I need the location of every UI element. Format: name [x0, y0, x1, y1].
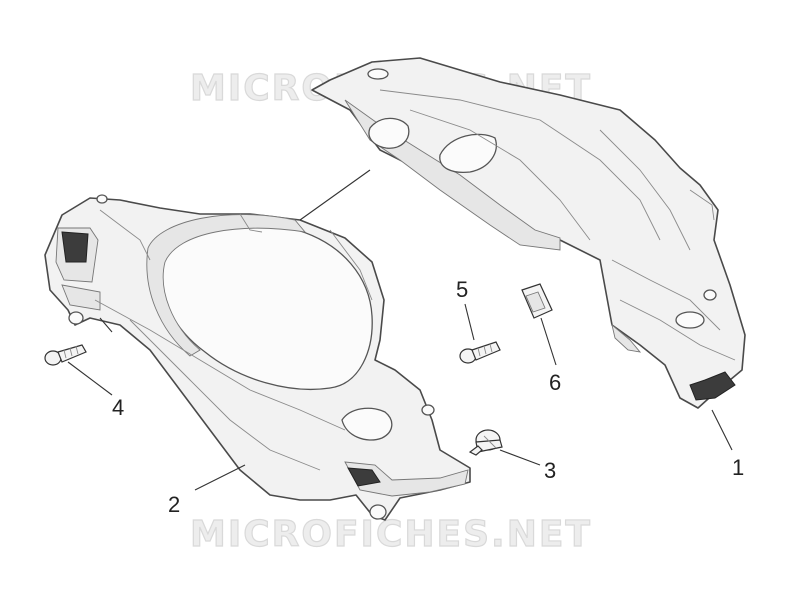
- callout-3: 3: [544, 458, 556, 483]
- leader-screw-link: [99, 317, 113, 333]
- leader-5: [464, 303, 475, 341]
- part-4-screw: [44, 344, 87, 366]
- callout-1: 1: [732, 455, 744, 480]
- callout-2: 2: [168, 492, 180, 517]
- leader-6: [540, 317, 557, 366]
- leader-lines: [67, 169, 733, 491]
- part-2-front-handlebar-cover: [44, 194, 471, 521]
- watermark-bottom: MICROFICHES.NET: [190, 514, 592, 555]
- part-6-clip-nut: [521, 283, 553, 319]
- leader-cover-link: [299, 169, 371, 221]
- leader-4: [67, 361, 113, 396]
- callout-6: 6: [549, 370, 561, 395]
- part-3-screw-with-washer: [468, 429, 503, 456]
- callout-4: 4: [112, 395, 124, 420]
- leader-2: [194, 464, 246, 491]
- callout-5: 5: [456, 277, 468, 302]
- part-5-screw: [459, 341, 501, 364]
- leader-1: [711, 409, 733, 451]
- leader-3: [499, 449, 541, 466]
- part-1-rear-handlebar-cover: [311, 57, 746, 409]
